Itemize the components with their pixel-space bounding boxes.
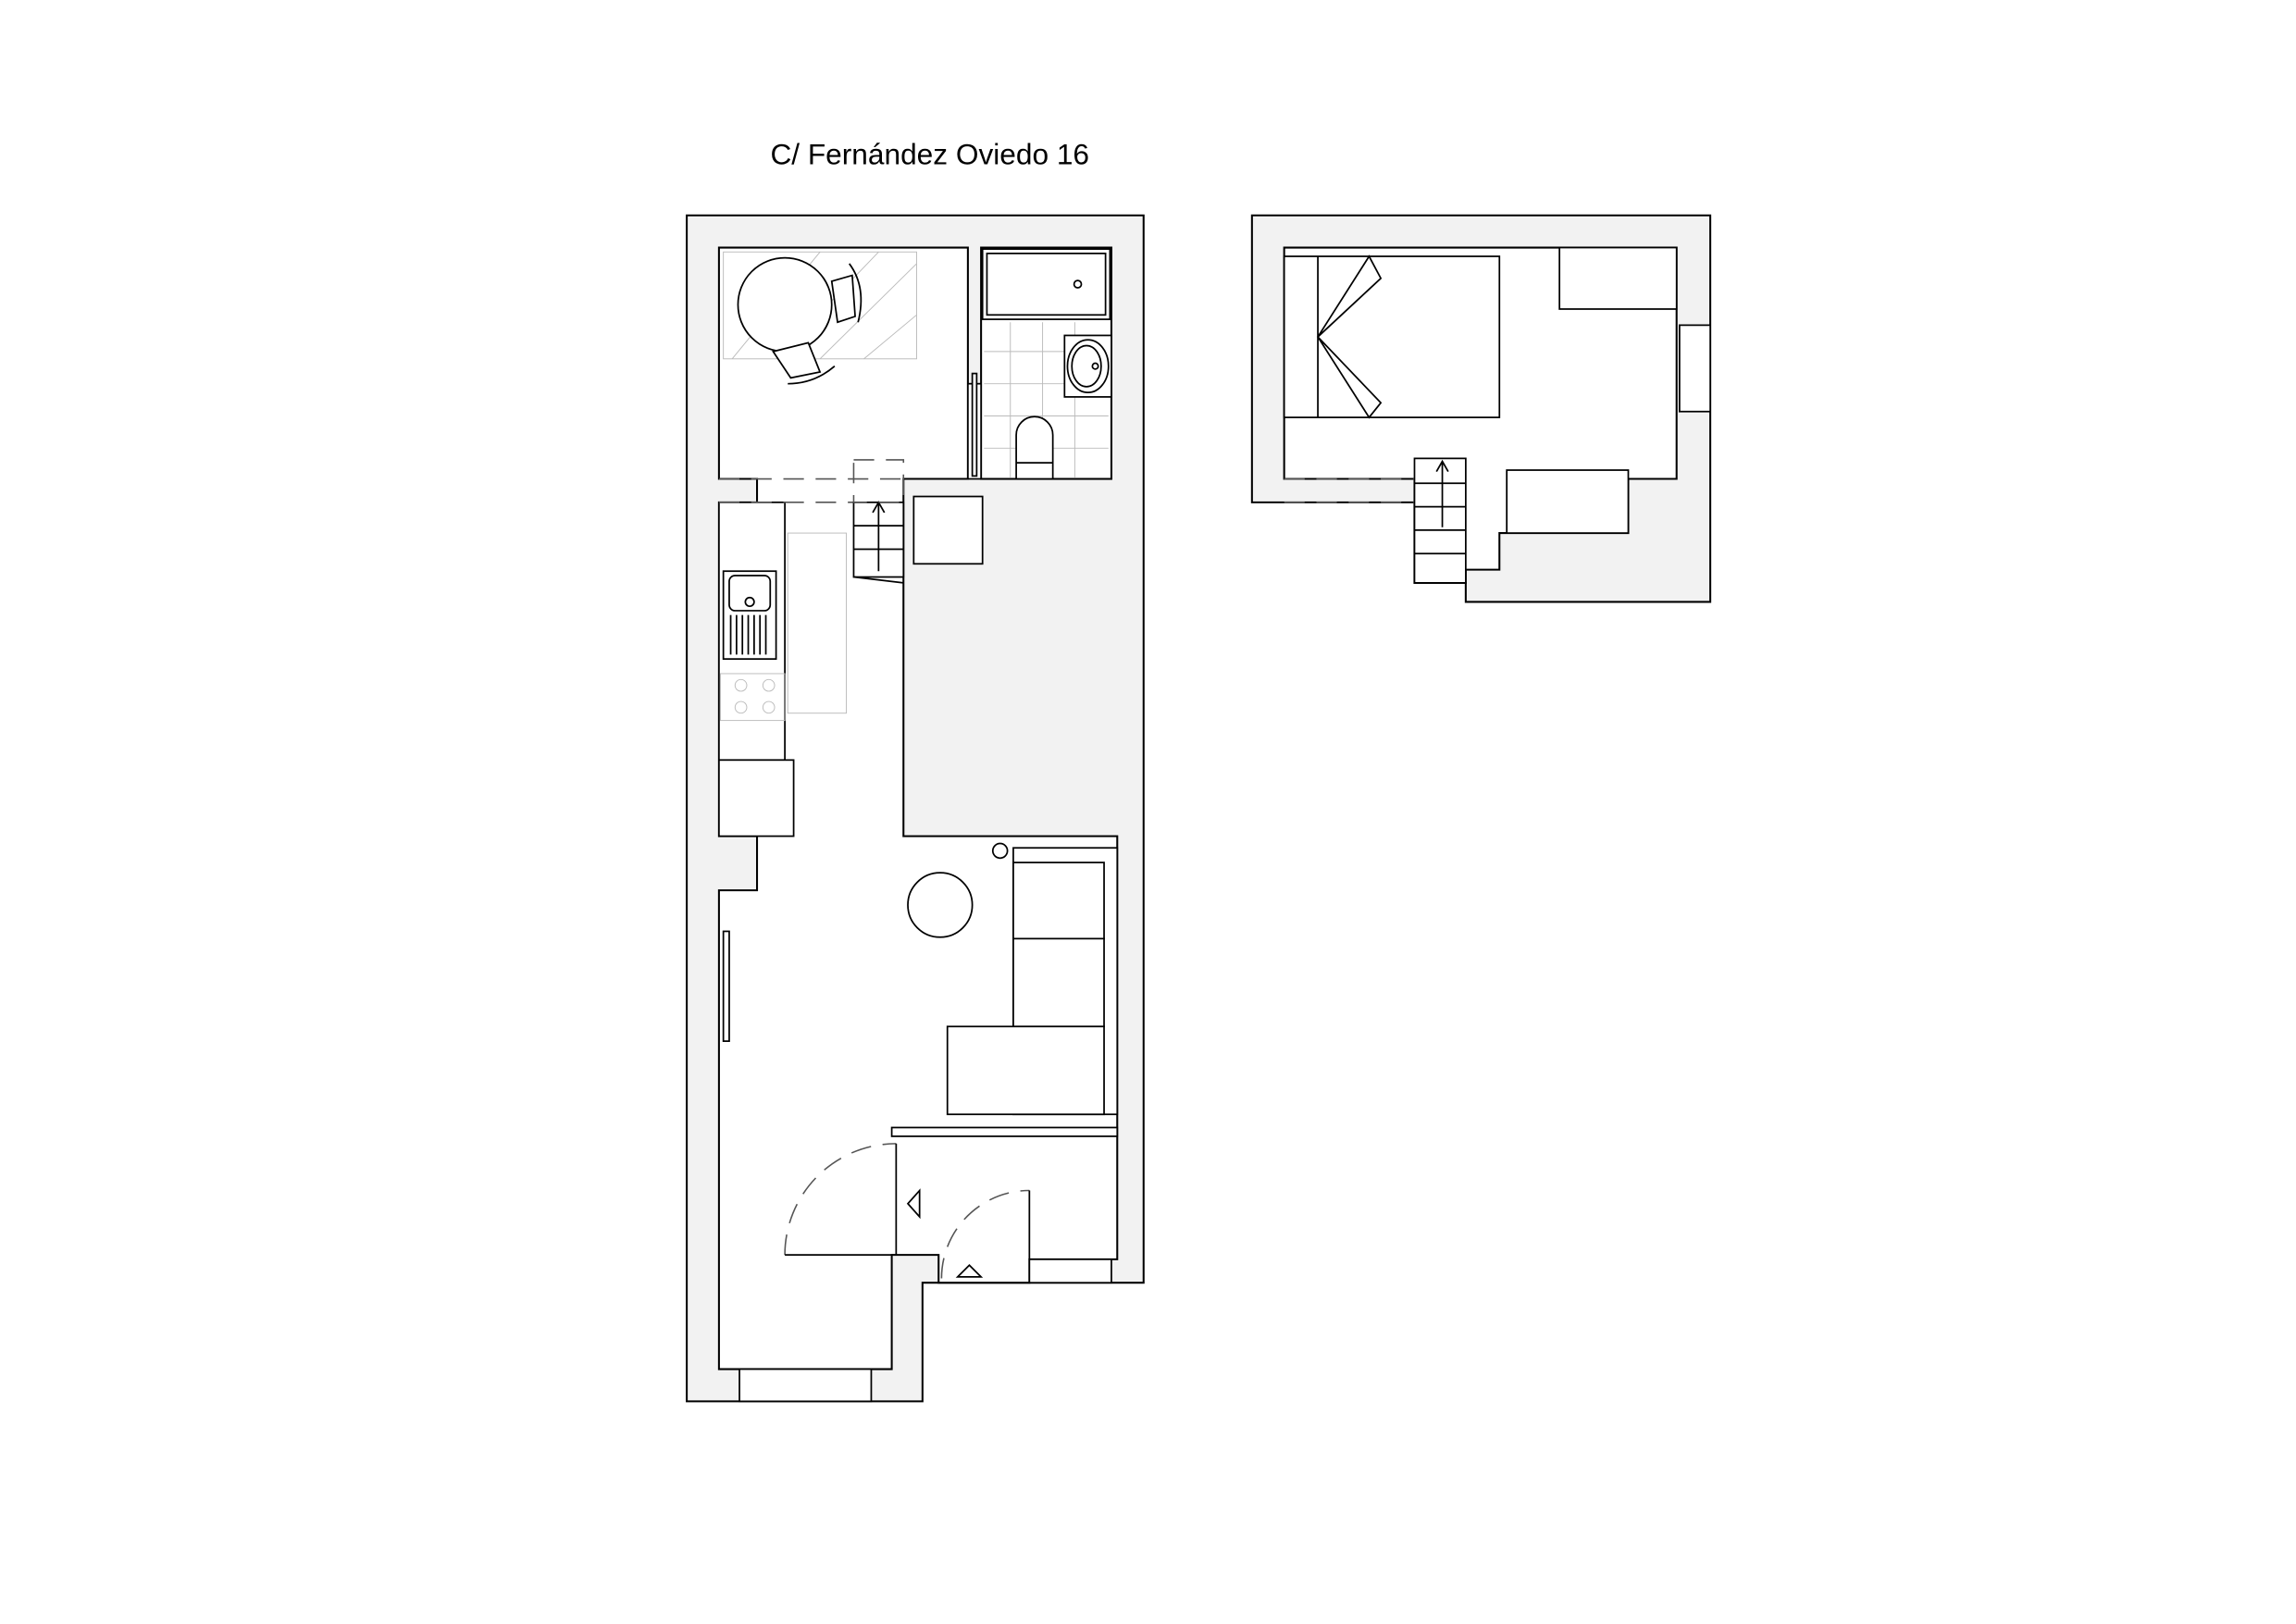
sofa	[946, 847, 1119, 1116]
fridge	[718, 759, 795, 837]
bathroom-door-leaf	[971, 372, 978, 477]
sink-drainer	[729, 614, 767, 655]
staircase	[852, 459, 905, 584]
side-window	[1028, 1258, 1112, 1284]
upper-wardrobe	[1558, 246, 1678, 310]
hob	[720, 673, 786, 722]
ground-floor	[686, 214, 1145, 1403]
bathtub	[981, 248, 1111, 320]
bed-sheet-fold	[1316, 254, 1383, 419]
washbasin	[1066, 339, 1110, 394]
upper-void-line	[1284, 477, 1415, 503]
door-arrow-icon	[906, 1188, 984, 1278]
upper-window	[1678, 324, 1711, 413]
entrance-door-swing	[784, 1143, 1030, 1279]
double-bed	[1283, 255, 1501, 418]
chair-right	[830, 274, 856, 324]
coffee-table	[907, 872, 974, 938]
wardrobe-sliding	[890, 1126, 1119, 1137]
bathtub-drain-icon	[1073, 279, 1083, 289]
washbasin-tap-icon	[1091, 362, 1099, 370]
rug	[723, 251, 917, 360]
upper-staircase	[1413, 457, 1467, 584]
bathtub-inner	[986, 252, 1107, 316]
radiator-valve-icon	[991, 842, 1009, 860]
front-window	[738, 1368, 873, 1403]
chair-right-back	[849, 263, 863, 323]
wall-door-left	[722, 930, 730, 1042]
entrance-door-leaf	[785, 1143, 1031, 1259]
washbasin-bowl	[1071, 344, 1102, 388]
kitchen-sink	[722, 570, 777, 661]
dining-table	[737, 256, 833, 353]
chair-bottom-back	[788, 366, 836, 385]
sink-bowl	[728, 575, 772, 612]
plan-title: C/ Fernández Oviedo 16	[770, 137, 1089, 170]
upper-floor	[1250, 214, 1712, 603]
upper-cabinet	[1506, 469, 1630, 534]
washing-machine	[912, 495, 984, 565]
kitchen-rug	[787, 532, 848, 714]
chair-bottom	[772, 341, 822, 379]
toilet	[1015, 415, 1054, 480]
sink-drain-icon	[744, 596, 755, 608]
